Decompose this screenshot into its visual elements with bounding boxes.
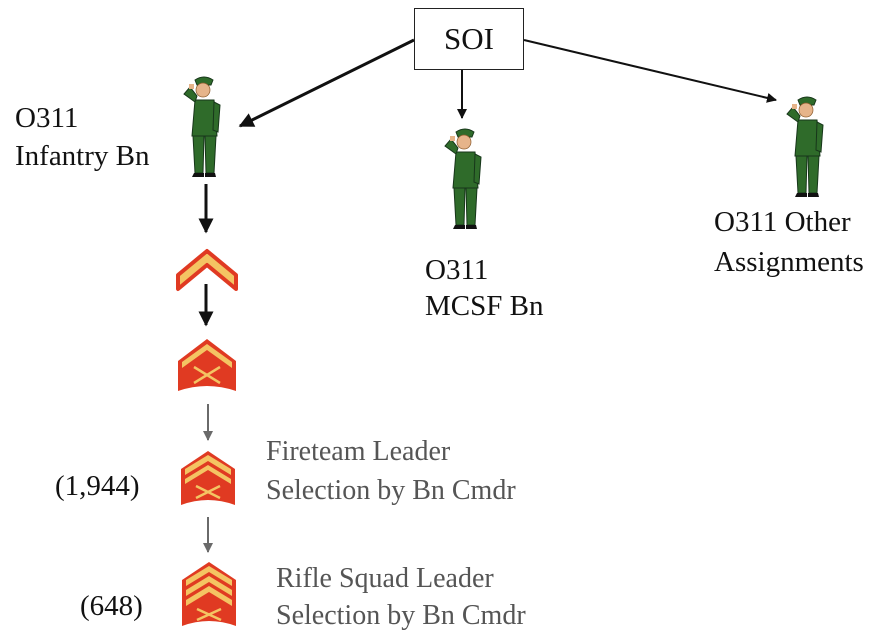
squad-count: (648) <box>80 590 143 622</box>
arrow-soi-to-other <box>523 39 777 103</box>
infantry-label-line2: Infantry Bn <box>15 140 150 172</box>
soi-box: SOI <box>414 8 524 70</box>
arrow-soi-to-infantry <box>238 38 415 128</box>
saluting-marine-icon <box>444 128 482 229</box>
sergeant-chevron-icon <box>182 562 236 626</box>
squad-label-line1: Rifle Squad Leader <box>276 563 494 594</box>
saluting-marine-icon <box>786 96 824 197</box>
lance-corporal-chevron-icon <box>178 339 236 391</box>
mcsf-label-line2: MCSF Bn <box>425 290 544 322</box>
fireteam-label-line2: Selection by Bn Cmdr <box>266 475 516 506</box>
other-label-line1: O311 Other <box>714 206 851 238</box>
infantry-label-line1: O311 <box>15 102 79 134</box>
mcsf-label-line1: O311 <box>425 254 489 286</box>
pfc-chevron-icon <box>176 249 238 291</box>
other-label-line2: Assignments <box>714 246 864 278</box>
fireteam-count: (1,944) <box>55 470 140 502</box>
fireteam-label-line1: Fireteam Leader <box>266 436 451 467</box>
saluting-marine-icon <box>183 76 221 177</box>
squad-label-line2: Selection by Bn Cmdr <box>276 600 526 631</box>
corporal-chevron-icon <box>181 451 235 505</box>
